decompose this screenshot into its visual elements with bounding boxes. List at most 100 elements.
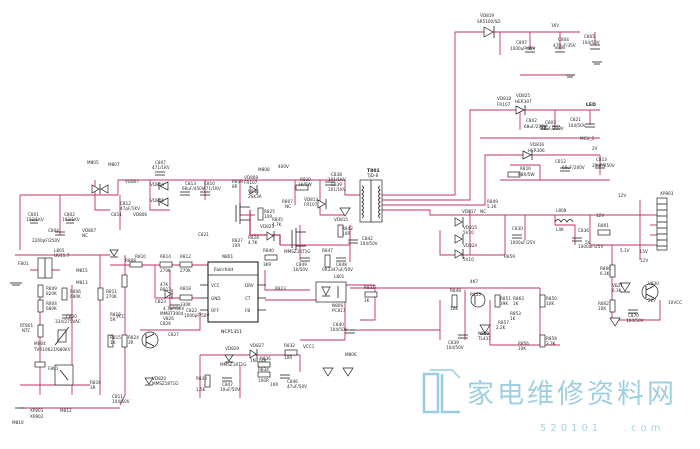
ic-pin-gnd: GND	[211, 296, 221, 301]
diode-vd825	[515, 105, 526, 115]
label-c810-value: 471/1KV	[203, 186, 221, 191]
capacitor-c805	[590, 44, 600, 50]
label-r834: R834	[258, 367, 269, 372]
ground-markers	[10, 207, 621, 409]
label-r828: R828	[248, 235, 259, 240]
diode-bridge	[91, 184, 109, 194]
label-vd805: VD805	[150, 198, 164, 203]
capacitor-c804	[555, 47, 565, 53]
label-c803-value: 68uF/200V	[541, 126, 564, 131]
label-r809-value: 820K	[46, 291, 57, 296]
label-r818: R818	[180, 286, 191, 291]
label-r859: R859	[504, 254, 515, 259]
label-c839: C839	[331, 182, 342, 187]
label-vb21-value: 6.3K	[612, 288, 622, 293]
diode-vd804	[158, 181, 169, 191]
label-led: LED	[586, 102, 596, 108]
watermark-dotcom: .com	[624, 423, 665, 434]
diode-vd817	[454, 217, 464, 227]
label-c820-value: 334/275VAC	[55, 319, 81, 324]
label-r806: R806	[70, 289, 81, 294]
label-c848: C848	[336, 262, 347, 267]
label-m805: M805	[87, 160, 99, 165]
label-12v-top: 12V	[618, 193, 626, 198]
resistor-r850	[539, 294, 546, 308]
label-r836-value: 100R	[258, 378, 269, 383]
capacitor-c848	[336, 257, 346, 262]
resistor-r830	[295, 184, 309, 191]
diode-vd829	[224, 354, 234, 363]
label-r833-value: 1.5K	[196, 387, 206, 392]
resistor-r847	[324, 254, 331, 268]
label-c830b: C830	[512, 226, 523, 231]
label-c804b-value: 2200pF/250V	[32, 238, 60, 243]
label-c840-value: 104/50V	[330, 327, 348, 332]
label-n806-value: PC817	[332, 308, 346, 313]
label-r863: R863	[513, 296, 524, 301]
label-vd829: VD829	[225, 346, 239, 351]
label-r825: R825	[264, 209, 275, 214]
diode-vd816	[522, 150, 533, 160]
label-vd820-value: MMSZ18T1G	[152, 381, 179, 386]
label-c812-value: 68uF/200V	[562, 165, 585, 170]
label-r815: R815	[110, 335, 121, 340]
component-symbols	[10, 26, 668, 409]
label-c807-value: 1000uF/35V	[510, 46, 535, 51]
capacitor-c838	[325, 181, 335, 186]
label-r857-value: 2.2K	[496, 325, 506, 330]
label-vd806: VD806	[133, 212, 147, 217]
label-5v: 5V	[585, 240, 591, 245]
label-c802-value: 68uF/200V	[524, 124, 547, 129]
capacitor-c802	[540, 125, 548, 130]
label-vd829-value: MMSZ18T1G	[220, 362, 247, 367]
label-c822-value: 1000pF/50V	[184, 313, 209, 318]
diode-vd820	[144, 377, 154, 386]
label-c839-value: 101/1KV	[328, 187, 346, 192]
mosfet-left	[54, 364, 74, 386]
label-c811: C811	[112, 394, 123, 399]
regulator-vb21	[619, 282, 631, 293]
label-vd808: VD808	[244, 175, 258, 180]
resistor-r812	[179, 261, 193, 268]
label-vd825: VD825	[516, 93, 530, 98]
label-c802: C802	[526, 118, 537, 123]
transistor-feedback	[470, 292, 486, 308]
label-c813b: C813	[185, 181, 196, 186]
transformer-t801	[359, 179, 383, 223]
label-m815: M815	[76, 268, 88, 273]
resistor-r814	[159, 261, 173, 268]
diode-vd813	[317, 199, 327, 209]
label-mb04-value: TVR10621/680KV	[33, 347, 71, 352]
label-r858-value: 3.3K	[546, 341, 556, 346]
thermistor-rt801	[37, 324, 44, 338]
label-r842: R842	[342, 226, 353, 231]
label-t801-value: TJD-8	[366, 173, 379, 178]
label-r811-value: 270K	[106, 294, 117, 299]
label-r863-value: 1K	[513, 301, 519, 306]
watermark-logo-icon	[422, 369, 461, 414]
label-r860-value: 6.3K	[600, 271, 610, 276]
label-c839b: C839	[448, 340, 459, 345]
diode-vd821	[164, 289, 173, 299]
label-m812: M812	[60, 408, 72, 413]
ic-n801	[200, 261, 266, 323]
capacitor-c801	[30, 219, 38, 224]
label-v826: V826	[163, 316, 174, 321]
resistor-r842	[337, 224, 344, 238]
label-c811-top: C811	[111, 212, 122, 217]
label-r833: R833	[196, 376, 207, 381]
capacitor-c804b	[55, 231, 65, 236]
label-rt801: RT801	[20, 323, 33, 328]
label-c804b: C804	[48, 228, 59, 233]
resistor-r840	[264, 254, 278, 261]
label-16v: 16V	[551, 23, 559, 28]
resistor-r818	[179, 294, 193, 301]
resistor-r825	[257, 207, 264, 221]
resistor-r851	[494, 294, 501, 308]
label-5v1: 5.1V	[620, 248, 630, 253]
label-r824c: 3R	[90, 385, 96, 390]
label-c846-value: 47uF/50V	[287, 384, 307, 389]
resistor-r861	[597, 229, 611, 236]
capacitor-c830b	[512, 234, 522, 239]
label-l801: L801	[334, 274, 345, 279]
